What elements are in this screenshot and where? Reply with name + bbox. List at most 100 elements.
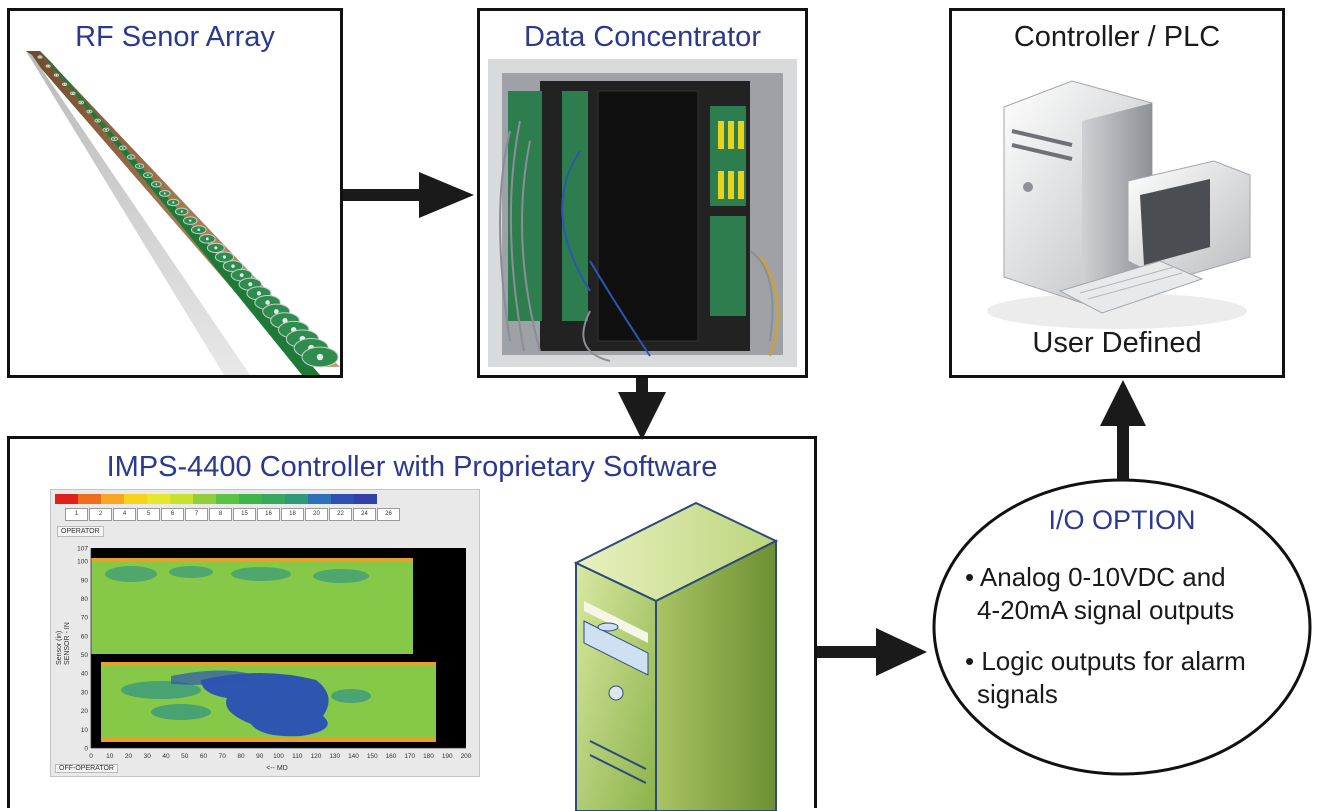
sensor-pad-dot (231, 264, 235, 268)
x-tick-label: 40 (162, 753, 170, 760)
io-bullet-logic-line2: signals (977, 679, 1058, 709)
x-tick-label: 190 (442, 753, 453, 760)
legend-color-swatch (239, 494, 262, 504)
legend-value: 4 (113, 508, 136, 521)
legend-value: 15 (233, 508, 256, 521)
x-tick-label: 50 (181, 753, 189, 760)
legend-color-swatch (216, 494, 239, 504)
legend-color-swatch (170, 494, 193, 504)
x-tick-label: 140 (348, 753, 359, 760)
sensor-pad-dot (55, 74, 58, 76)
y-tick-label: 60 (81, 633, 89, 640)
legend-value: 1 (65, 508, 88, 521)
arrow-sensor-to-concentrator (343, 189, 429, 201)
legend-color-swatch (124, 494, 147, 504)
sensor-pad-dot (316, 353, 324, 361)
sensor-pad-dot (155, 183, 158, 186)
heatmap-ylabel-2: SENSOR - IN (64, 622, 71, 665)
x-tick-label: 120 (311, 753, 322, 760)
sensor-pad-dot (63, 83, 66, 86)
legend-color-swatch (308, 494, 331, 504)
imps-controller-title: IMPS-4400 Controller with Proprietary So… (106, 451, 718, 483)
imps-controller-box: IMPS-4400 Controller with Proprietary So… (7, 436, 817, 811)
sensor-pad-dot (239, 273, 244, 278)
off-operator-label: OFF-OPERATOR (55, 764, 118, 773)
legend-value: 20 (305, 508, 328, 521)
operator-label: OPERATOR (57, 526, 104, 537)
sensor-pad-dot (147, 174, 149, 176)
server-tower-icon (573, 501, 779, 811)
sensor-pad-dot (88, 110, 91, 113)
x-tick-label: 150 (367, 753, 378, 760)
io-option-callout: I/O OPTION • Analog 0-10VDC and 4-20mA s… (931, 477, 1313, 778)
bullet-dot: • (965, 562, 975, 592)
x-tick-label: 180 (423, 753, 434, 760)
sensor-pad-dot (105, 128, 107, 131)
y-tick-label: 107 (77, 546, 88, 553)
sensor-pad-dot (205, 237, 209, 241)
io-bullet-analog-line2: 4-20mA signal outputs (977, 595, 1235, 625)
legend-value: 18 (281, 508, 304, 521)
sensor-pad-dot (265, 300, 270, 305)
legend-value: 6 (161, 508, 184, 521)
legend-color-swatch (262, 494, 285, 504)
legend-color-swatch (193, 494, 216, 504)
legend-color-swatch (285, 494, 308, 504)
rf-sensor-array-box: RF Senor Array (7, 8, 343, 378)
y-tick-label: 30 (81, 689, 89, 696)
y-tick-label: 20 (81, 708, 89, 715)
x-tick-label: 70 (219, 753, 227, 760)
computer-icon (987, 80, 1251, 329)
sensor-pad-dot (138, 165, 141, 167)
sensor-pad-dot (256, 291, 262, 296)
sensor-pad-dot (47, 65, 49, 67)
x-tick-label: 30 (144, 753, 152, 760)
legend-value: 22 (329, 508, 352, 521)
arrow-io-to-plc (1117, 420, 1129, 480)
legend-value: 7 (185, 508, 208, 521)
legend-color-swatch (78, 494, 101, 504)
x-tick-label: 60 (200, 753, 208, 760)
bullet-dot: • (965, 646, 975, 676)
sensor-pad-dot (172, 201, 175, 204)
legend-value: 26 (377, 508, 400, 521)
x-tick-label: 90 (256, 753, 264, 760)
sensor-pad-dot (163, 192, 166, 195)
controller-plc-box: Controller / PLC User Defined (949, 8, 1285, 378)
concentrator-enclosure-photo (488, 59, 797, 367)
arrow-concentrator-to-imps (636, 378, 648, 402)
y-tick-label: 100 (77, 559, 88, 566)
arrow-head-right-2 (876, 628, 927, 676)
y-tick-label: 90 (81, 577, 89, 584)
x-tick-label: 170 (404, 753, 415, 760)
sensor-pad-dot (80, 101, 82, 104)
sensor-pad-dot (130, 156, 132, 158)
legend-color-swatch (101, 494, 124, 504)
arrow-head-right-1 (419, 172, 474, 218)
legend-value: 24 (353, 508, 376, 521)
sensor-pad-dot (189, 219, 192, 222)
sensor-pad-dot (197, 228, 201, 232)
sensor-pad-dot (248, 282, 253, 287)
color-legend-bar (55, 494, 377, 504)
legend-value: 16 (257, 508, 280, 521)
heatmap-ylabel-1: Sensor (in) (56, 631, 63, 665)
sensor-pad-dot (222, 255, 227, 259)
x-tick-label: 20 (125, 753, 133, 760)
io-bullet-logic: • Logic outputs for alarm signals (965, 645, 1246, 711)
sensor-array-photo (26, 51, 340, 375)
data-concentrator-box: Data Concentrator (477, 8, 808, 378)
arrow-imps-to-io (817, 646, 887, 658)
y-tick-label: 0 (84, 746, 88, 753)
legend-color-swatch (55, 494, 78, 504)
x-tick-label: 80 (237, 753, 245, 760)
y-tick-label: 70 (81, 615, 89, 622)
x-tick-label: 200 (461, 753, 472, 760)
io-bullet-logic-line1: Logic outputs for alarm (981, 646, 1246, 676)
legend-value: 2 (89, 508, 112, 521)
sensor-pad-dot (39, 56, 41, 58)
heatmap-xlabel: <-- MD (266, 765, 288, 772)
